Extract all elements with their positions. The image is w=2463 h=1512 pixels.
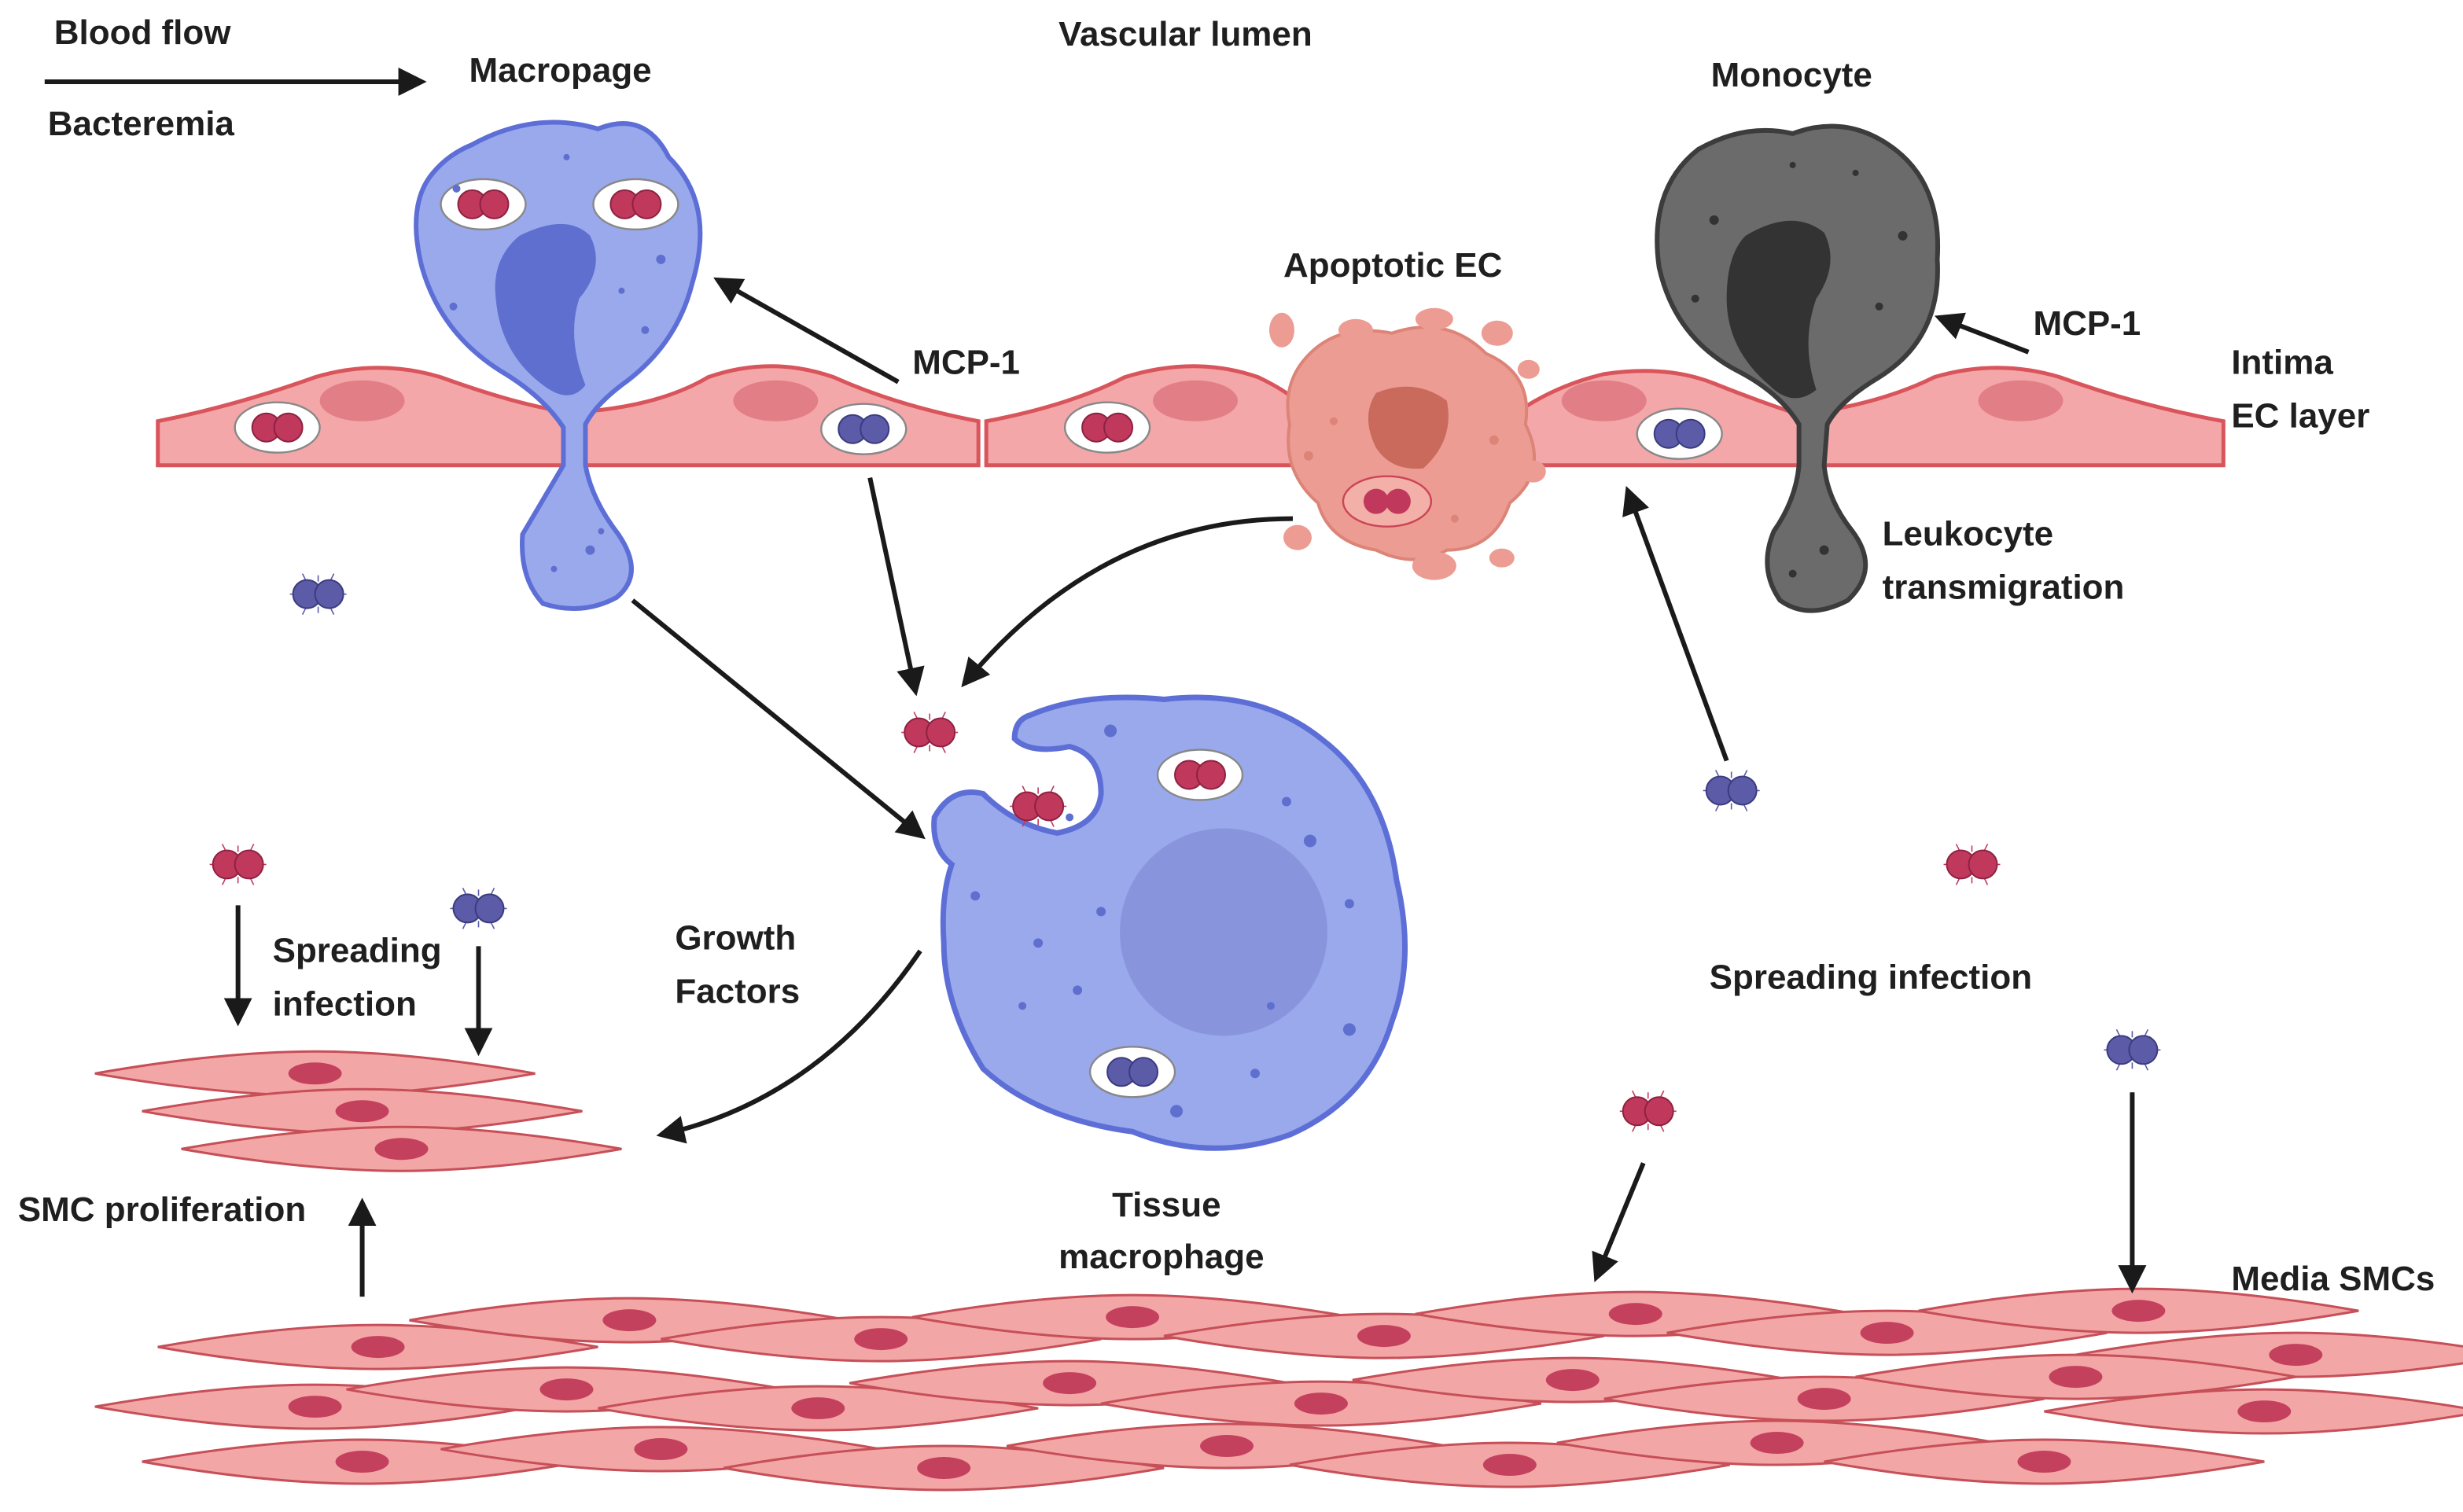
label-infection-left: infection [273, 984, 417, 1023]
label-macrophage: Macropage [469, 51, 652, 90]
monocyte-nucleus [1726, 220, 1831, 399]
labels: Blood flow Bacteremia Macropage Vascular… [18, 13, 2435, 1298]
label-bacteremia: Bacteremia [48, 105, 235, 143]
label-mcp1-left: MCP-1 [912, 344, 1020, 382]
label-growth: Growth [675, 918, 796, 957]
tissue-macrophage [931, 694, 1408, 1151]
label-blood-flow: Blood flow [54, 13, 231, 52]
ec-release-arrow [867, 477, 925, 697]
label-intima: Intima [2231, 344, 2333, 382]
label-monocyte: Monocyte [1711, 56, 1872, 94]
label-spreading-right: Spreading infection [1710, 958, 2032, 996]
label-leukocyte: Leukocyte [1883, 515, 2053, 554]
label-ec-layer: EC layer [2231, 397, 2369, 436]
label-factors: Factors [675, 972, 800, 1010]
label-vascular-lumen: Vascular lumen [1058, 15, 1312, 53]
apoptotic-release-arrow [961, 516, 1293, 688]
media-smc-layer [94, 1287, 2463, 1492]
label-media-smcs: Media SMCs [2231, 1260, 2435, 1298]
mcp1-to-macrophage-arrow [713, 277, 900, 384]
macrophage-transmigrating [414, 120, 703, 611]
label-mcp1-right: MCP-1 [2033, 304, 2141, 343]
label-macrophage-tissue: macrophage [1058, 1238, 1264, 1276]
intima-ec-layer [156, 364, 2226, 468]
label-smc-proliferation: SMC proliferation [18, 1190, 306, 1229]
growth-factors-arrow [656, 949, 922, 1144]
macrophage-nucleus [495, 223, 596, 395]
arrows [44, 67, 2147, 1297]
label-apoptotic-ec: Apoptotic EC [1283, 246, 1502, 285]
label-transmigration: transmigration [1883, 568, 2125, 607]
bacteria-to-media-arrow [1592, 1162, 1646, 1282]
monocyte-transmigrating [1655, 123, 1941, 613]
bacteria-to-ec-arrow [1622, 486, 1729, 762]
tissue-macrophage-nucleus [1120, 828, 1327, 1036]
label-tissue: Tissue [1112, 1186, 1221, 1224]
apoptotic-endothelial-cell [1268, 307, 1546, 580]
mcp1-to-monocyte-arrow [1934, 312, 2030, 355]
smc-proliferation-cluster [94, 1050, 623, 1172]
label-spreading-left: Spreading [273, 931, 442, 969]
macrophage-to-tissue-arrow [631, 598, 926, 840]
